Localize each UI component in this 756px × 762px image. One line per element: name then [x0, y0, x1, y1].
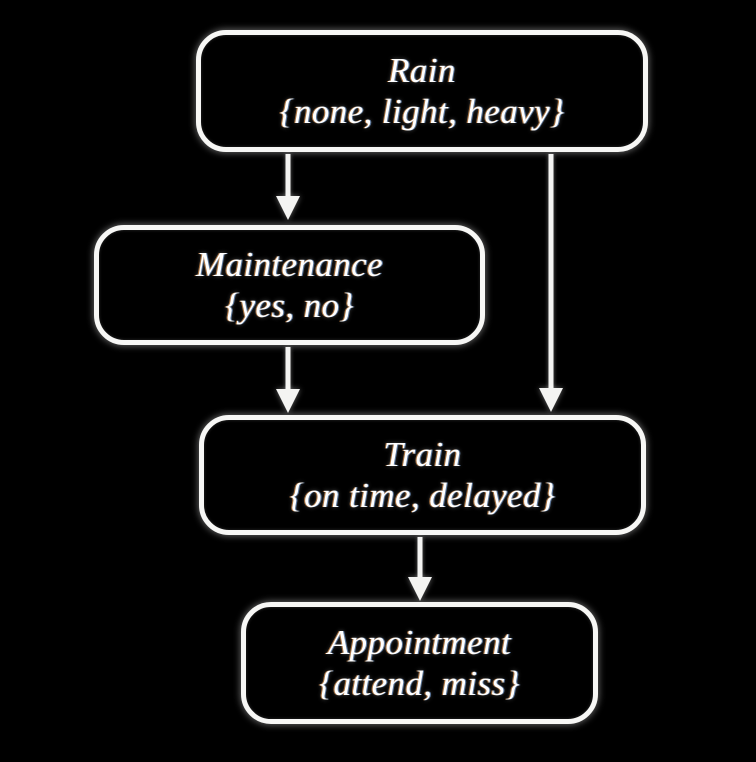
- node-train[interactable]: Train {on time, delayed}: [199, 415, 646, 535]
- arrow-maintenance-to-train: [276, 347, 300, 413]
- arrowhead-down-icon: [276, 389, 300, 413]
- arrow-train-to-appointment: [408, 537, 432, 601]
- node-train-title: Train: [383, 434, 462, 474]
- arrowhead-down-icon: [408, 577, 432, 601]
- node-appointment[interactable]: Appointment {attend, miss}: [241, 602, 598, 724]
- node-maintenance[interactable]: Maintenance {yes, no}: [94, 225, 485, 345]
- node-appointment-title: Appointment: [327, 622, 512, 662]
- node-rain-title: Rain: [388, 50, 456, 90]
- arrowhead-down-icon: [539, 388, 563, 412]
- node-maintenance-states: {yes, no}: [225, 286, 354, 325]
- node-rain[interactable]: Rain {none, light, heavy}: [196, 30, 648, 152]
- arrow-shaft: [285, 347, 291, 391]
- node-train-states: {on time, delayed}: [289, 476, 556, 515]
- arrow-shaft: [548, 154, 554, 390]
- arrowhead-down-icon: [276, 196, 300, 220]
- node-maintenance-title: Maintenance: [195, 244, 384, 284]
- arrow-shaft: [417, 537, 423, 579]
- node-appointment-states: {attend, miss}: [319, 664, 520, 703]
- arrow-shaft: [285, 154, 291, 198]
- arrow-rain-to-maintenance: [276, 154, 300, 220]
- arrow-rain-to-train: [539, 154, 563, 412]
- node-rain-states: {none, light, heavy}: [279, 92, 565, 131]
